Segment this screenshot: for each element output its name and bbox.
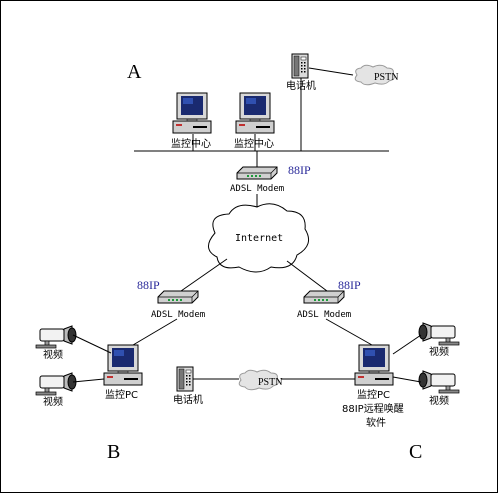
phone-a xyxy=(291,53,309,79)
ip-label-b: 88IP xyxy=(137,278,160,292)
camera-c-1-label: 视频 xyxy=(429,345,449,358)
monitoring-pc-b-label: 监控PC xyxy=(105,388,138,401)
camera-c-2-label: 视频 xyxy=(429,394,449,407)
monitoring-pc-1-label: 监控中心 xyxy=(171,137,211,150)
adsl-modem-c xyxy=(303,290,345,304)
modem-b-label: ADSL Modem xyxy=(151,310,205,320)
phone-b-label: 电话机 xyxy=(173,393,203,406)
ip-label-a: 88IP xyxy=(288,163,311,177)
internet-cloud xyxy=(208,203,310,273)
modem-a-label: ADSL Modem xyxy=(230,184,284,194)
monitoring-pc-b xyxy=(103,344,143,386)
pstn-b-label: PSTN xyxy=(258,377,282,388)
monitoring-pc-2-label: 监控中心 xyxy=(234,137,274,150)
phone-a-label: 电话机 xyxy=(286,79,316,92)
camera-c-1 xyxy=(418,322,460,346)
camera-b-2 xyxy=(35,372,77,396)
pstn-a-label: PSTN xyxy=(374,72,398,83)
internet-label: Internet xyxy=(235,233,283,244)
adsl-modem-b xyxy=(157,290,199,304)
adsl-modem-a xyxy=(236,166,278,180)
site-a-label: A xyxy=(127,61,142,83)
wake-software-label-1: 88IP远程唤醒 xyxy=(342,402,404,415)
monitoring-pc-1 xyxy=(172,92,212,134)
monitoring-pc-c-label: 监控PC xyxy=(357,388,390,401)
monitoring-pc-c xyxy=(354,344,394,386)
monitoring-pc-2 xyxy=(235,92,275,134)
camera-b-1-label: 视频 xyxy=(43,348,63,361)
site-b-label: B xyxy=(107,441,120,463)
modem-c-label: ADSL Modem xyxy=(297,310,351,320)
camera-b-2-label: 视频 xyxy=(43,395,63,408)
camera-b-1 xyxy=(35,325,77,349)
phone-b xyxy=(176,366,194,392)
site-c-label: C xyxy=(409,441,422,463)
camera-c-2 xyxy=(418,370,460,394)
wake-software-label-2: 软件 xyxy=(366,416,386,429)
ip-label-c: 88IP xyxy=(338,278,361,292)
